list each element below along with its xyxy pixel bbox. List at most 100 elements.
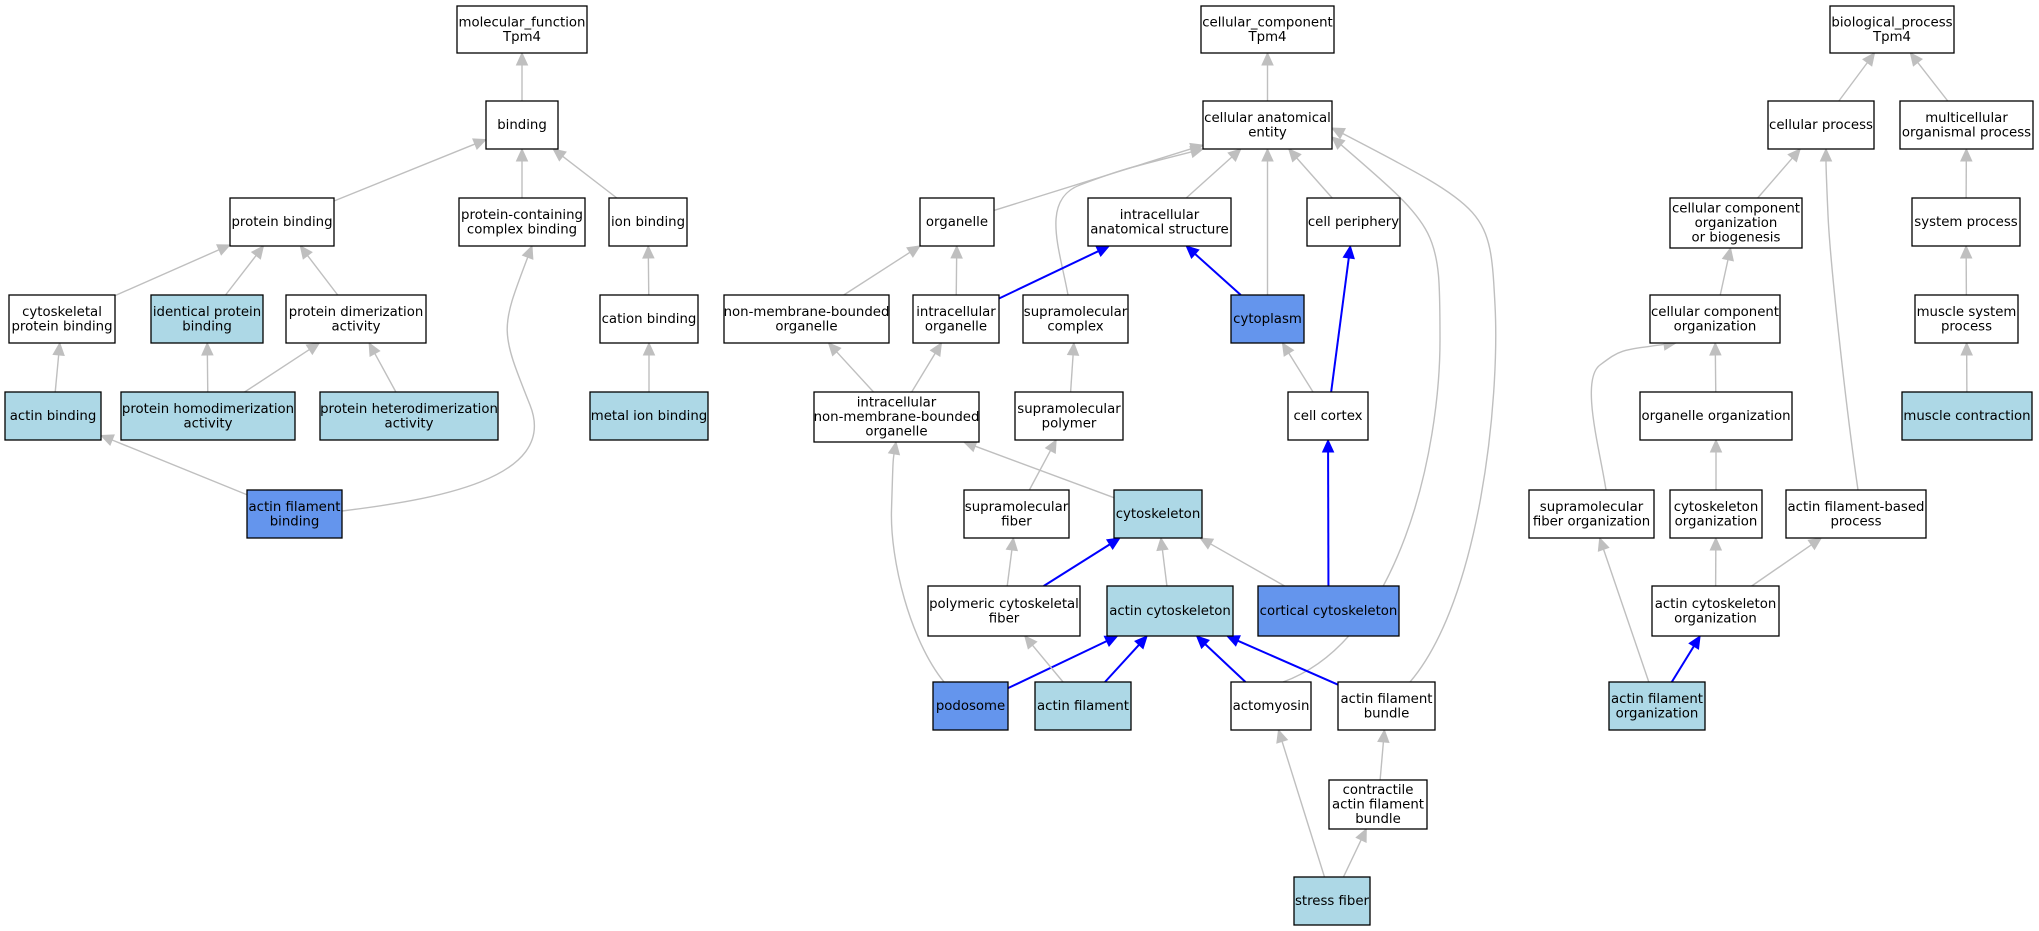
term-node-intracellular-nmb-organelle[interactable]: intracellularnon-membrane-boundedorganel… <box>813 391 980 443</box>
term-node-cytoskeleton[interactable]: cytoskeleton <box>1113 489 1203 539</box>
edge-cell-cortex-to-cell-periphery <box>1330 244 1355 393</box>
term-node-stress-fiber[interactable]: stress fiber <box>1293 876 1371 926</box>
term-box <box>8 294 116 344</box>
edge-line <box>1194 253 1242 296</box>
edge-line <box>54 354 60 393</box>
term-node-actomyosin[interactable]: actomyosin <box>1230 681 1312 731</box>
edge-cellular-process-to-bp-root <box>1838 52 1876 102</box>
term-box <box>4 391 102 441</box>
term-node-podosome[interactable]: podosome <box>932 681 1009 731</box>
term-label-line: cellular process <box>1769 118 1873 133</box>
term-label-line: cellular component <box>1672 202 1800 217</box>
edge-arrowhead <box>827 342 842 357</box>
edge-actin-filament-based-process-to-cellular-process <box>1819 147 1859 491</box>
term-node-cellular-process[interactable]: cellular process <box>1767 100 1875 150</box>
edge-polymeric-cytoskeletal-fiber-to-supramolecular-fiber <box>1005 536 1019 587</box>
edge-line <box>341 256 536 512</box>
edge-line <box>1342 132 1497 683</box>
edge-multicellular-organismal-process-to-bp-root <box>1909 52 1949 102</box>
term-node-metal-ion-binding[interactable]: metal ion binding <box>589 391 709 441</box>
term-box <box>1113 489 1203 539</box>
term-node-cell-cortex[interactable]: cell cortex <box>1287 391 1369 441</box>
term-node-protein-binding[interactable]: protein binding <box>229 197 335 247</box>
term-box <box>1230 681 1312 731</box>
edge-supramolecular-fiber-to-supramolecular-polymer <box>1028 438 1057 491</box>
term-box <box>246 489 343 539</box>
term-node-cytoplasm[interactable]: cytoplasm <box>1230 294 1305 344</box>
term-label-line: actin filament <box>248 500 340 515</box>
term-label-line: multicellular <box>1925 111 2008 126</box>
term-box <box>1785 489 1927 539</box>
edge-system-process-to-multicellular-organismal-process <box>1960 147 1973 199</box>
term-node-organelle-organization[interactable]: organelle organization <box>1639 391 1793 441</box>
edge-arrowhead <box>642 341 656 356</box>
term-node-actin-binding[interactable]: actin binding <box>4 391 102 441</box>
edge-intracellular-anatomical-structure-to-cellular-anatomical-entity <box>1185 148 1242 199</box>
edge-cortical-cytoskeleton-to-cell-cortex <box>1321 438 1335 587</box>
term-node-organelle[interactable]: organelle <box>919 197 995 247</box>
edge-arrowhead <box>1287 148 1302 163</box>
term-label-line: actin filament <box>1332 798 1424 813</box>
term-label-line: organization <box>1695 216 1778 231</box>
edge-supramolecular-polymer-to-supramolecular-complex <box>1066 341 1080 393</box>
term-node-actin-filament[interactable]: actin filament <box>1034 681 1132 731</box>
edge-line <box>1069 354 1074 393</box>
edge-arrowhead <box>368 341 381 357</box>
term-label-line: binding <box>497 118 547 133</box>
edge-line <box>307 255 339 296</box>
term-node-cell-periphery[interactable]: cell periphery <box>1306 197 1401 247</box>
term-box <box>599 294 699 344</box>
term-node-binding[interactable]: binding <box>485 100 559 150</box>
term-box <box>1914 294 2019 344</box>
edge-line <box>114 249 220 297</box>
edge-arrowhead <box>906 245 922 258</box>
edge-actin-filament-bundle-to-cellular-anatomical-entity <box>1330 127 1497 683</box>
edge-arrowhead <box>1189 145 1205 159</box>
term-node-cortical-cytoskeleton[interactable]: cortical cytoskeleton <box>1257 585 1400 637</box>
term-node-actin-cytoskeleton[interactable]: actin cytoskeleton <box>1106 585 1234 637</box>
term-node-system-process[interactable]: system process <box>1911 197 2021 247</box>
edge-arrowhead <box>1066 341 1080 356</box>
term-box <box>1669 489 1763 539</box>
edge-line <box>1602 549 1650 683</box>
edge-line <box>562 155 618 199</box>
edge-arrowhead <box>216 244 232 256</box>
term-label-line: bundle <box>1355 812 1401 827</box>
edge-line <box>1237 639 1339 686</box>
term-label-line: protein homodimerization <box>122 402 294 417</box>
term-node-cation-binding[interactable]: cation binding <box>599 294 699 344</box>
term-node-ion-binding[interactable]: ion binding <box>608 197 688 247</box>
edge-line <box>225 255 257 296</box>
term-node-muscle-contraction[interactable]: muscle contraction <box>1901 391 2033 441</box>
edge-actin-cytoskeleton-org-to-actin-filament-based-process <box>1751 537 1823 587</box>
